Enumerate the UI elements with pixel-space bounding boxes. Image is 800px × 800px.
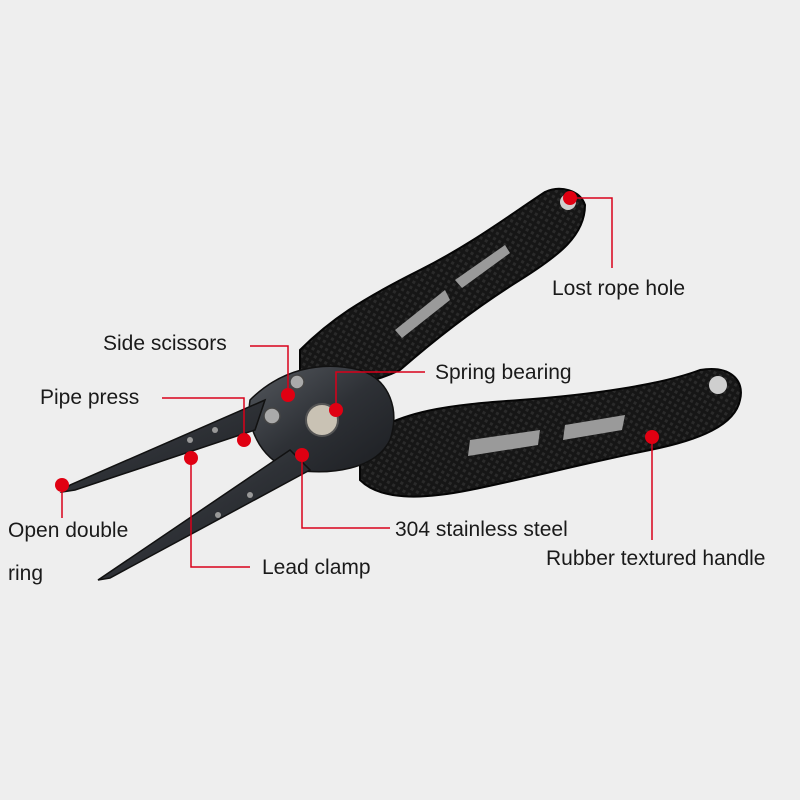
label-open-double-ring-line2: ring [8,562,44,585]
screw-head [263,407,281,425]
leader-side-scissors [250,345,289,395]
label-lost-rope-hole: Lost rope hole [552,277,686,300]
label-lead-clamp: Lead clamp [262,556,371,579]
marker-lead-clamp [184,451,198,465]
upper-handle [299,187,587,387]
jaw-hole [212,427,218,433]
label-spring-bearing: Spring bearing [435,361,572,384]
marker-side-scissors [281,388,295,402]
jaw-hole [215,512,221,518]
markers [55,191,659,492]
label-stainless-steel: 304 stainless steel [395,518,568,541]
screw-head [289,374,305,390]
jaw-hole [187,437,193,443]
jaw-hole [247,492,253,498]
upper-handle-slot [395,290,450,338]
leader-lost-rope-hole [570,197,613,268]
lower-handle [359,368,742,498]
label-side-scissors: Side scissors [103,332,227,355]
marker-stainless-steel [295,448,309,462]
lanyard-hole-lower [709,376,727,394]
label-open-double-ring-line1: Open double [8,519,129,542]
marker-rubber-handle [645,430,659,444]
leader-spring-bearing [335,371,425,410]
leader-stainless-steel [301,455,390,529]
marker-pipe-press [237,433,251,447]
upper-jaw [59,398,267,494]
marker-open-double-ring [55,478,69,492]
label-rubber-handle: Rubber textured handle [546,547,766,570]
lower-handle-slot [468,430,540,456]
leader-lead-clamp [190,458,250,568]
leader-pipe-press [162,397,245,440]
marker-spring-bearing [329,403,343,417]
marker-lost-rope-hole [563,191,577,205]
lower-jaw [97,449,312,581]
label-pipe-press: Pipe press [40,386,140,409]
upper-handle-slot [455,245,510,288]
lower-handle-slot [563,415,625,440]
